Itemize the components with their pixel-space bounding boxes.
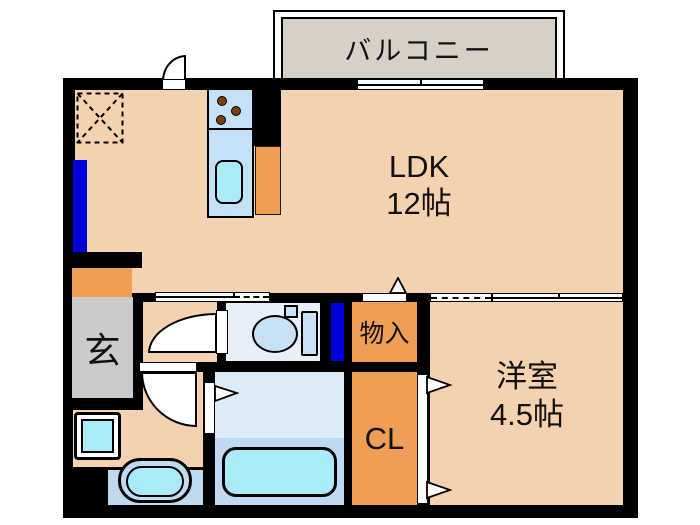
western-room (430, 302, 623, 505)
ldk-label: LDK 12帖 (386, 149, 452, 221)
storage-room: 物入 (352, 302, 417, 362)
storage-opening-icon (362, 293, 407, 302)
closet-door-icon (417, 374, 428, 504)
hall-sliding-door-icon (155, 292, 270, 302)
western-sliding-window-icon (492, 293, 623, 302)
stove-burner-icon (217, 96, 227, 106)
kitchen-wall-stub (253, 88, 281, 146)
genkan-label: 玄 (84, 329, 121, 371)
western-room-size: 4.5帖 (489, 397, 565, 432)
balcony-label: バルコニー (344, 36, 494, 66)
toilet-door-leaf-icon (216, 310, 228, 354)
shoe-cabinet (72, 268, 132, 297)
blue-panel-pipe-space (331, 303, 344, 361)
toilet-cistern-icon (284, 305, 298, 318)
toilet-bowl-icon (252, 315, 298, 353)
washroom-door-leaf-icon (139, 362, 197, 372)
door-swing-triangle-icon (389, 277, 407, 294)
ldk-room (75, 90, 623, 293)
balcony-sliding-window-icon (357, 79, 484, 90)
refrigerator-space-icon (76, 92, 124, 144)
stove-burner-icon (216, 115, 226, 125)
door-swing-triangle-icon (426, 375, 452, 395)
kitchen-sink-icon (215, 160, 243, 204)
toilet-tank-icon (301, 311, 318, 356)
toilet-room (226, 303, 320, 361)
closet-room: CL (352, 372, 417, 505)
closet-label: CL (364, 420, 405, 456)
kitchen-side-cabinet (255, 146, 281, 215)
bathtub-icon (222, 447, 337, 497)
stove-burner-icon (231, 106, 241, 116)
washing-machine-pan-icon (74, 412, 121, 460)
service-door-swing-icon (162, 55, 186, 81)
blue-panel-left-wall (73, 160, 87, 252)
western-window-track-icon (430, 293, 492, 302)
service-door-leaf-icon (162, 79, 186, 90)
genkan-room: 玄 (72, 297, 133, 398)
bathroom (215, 372, 344, 505)
storage-label: 物入 (359, 320, 410, 348)
ldk-size: 12帖 (386, 186, 452, 221)
wash-basin-icon (126, 466, 184, 497)
door-swing-triangle-icon (426, 480, 452, 500)
western-room-label: 洋室 4.5帖 (489, 359, 565, 432)
stove-top (209, 90, 252, 130)
bathroom-door-icon (204, 382, 215, 434)
balcony: バルコニー (281, 17, 557, 80)
kitchen-counter (207, 88, 254, 218)
door-swing-triangle-icon (214, 384, 239, 403)
wall-step (63, 252, 142, 268)
